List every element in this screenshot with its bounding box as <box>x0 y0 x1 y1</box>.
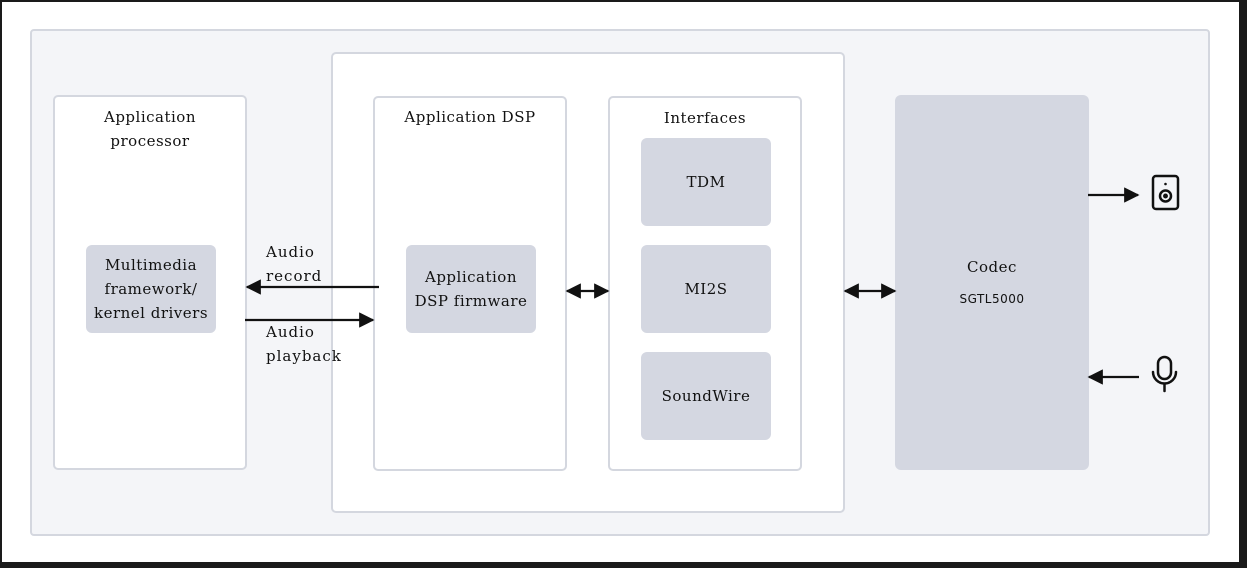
interfaces-box: Interfaces TDM MI2S SoundWire <box>608 96 802 471</box>
interface-mi2s: MI2S <box>641 245 771 333</box>
codec-title: Codec <box>967 257 1017 276</box>
application-processor-box: Application processor Multimedia framewo… <box>53 95 247 470</box>
diagram-canvas: Application processor Multimedia framewo… <box>2 2 1239 562</box>
microphone-icon <box>1151 355 1178 393</box>
interfaces-title: Interfaces <box>663 109 747 127</box>
connectors-layer <box>245 174 1180 393</box>
application-processor-title: Application processor <box>104 108 196 150</box>
dsp-firmware-chip: Application DSP firmware <box>406 245 536 333</box>
multimedia-framework-chip: Multimedia framework/ kernel drivers <box>86 245 216 333</box>
application-dsp-box: Application DSP Application DSP firmware <box>373 96 567 471</box>
audio-record-label: Audio record <box>266 243 323 285</box>
interface-tdm: TDM <box>641 138 771 226</box>
audio-playback-label: Audio playback <box>266 323 342 365</box>
application-dsp-title: Application DSP <box>404 108 536 126</box>
codec-part-number: SGTL5000 <box>959 291 1025 306</box>
codec-block: Codec SGTL5000 <box>895 95 1089 470</box>
speaker-icon <box>1151 174 1180 211</box>
interface-soundwire: SoundWire <box>641 352 771 440</box>
